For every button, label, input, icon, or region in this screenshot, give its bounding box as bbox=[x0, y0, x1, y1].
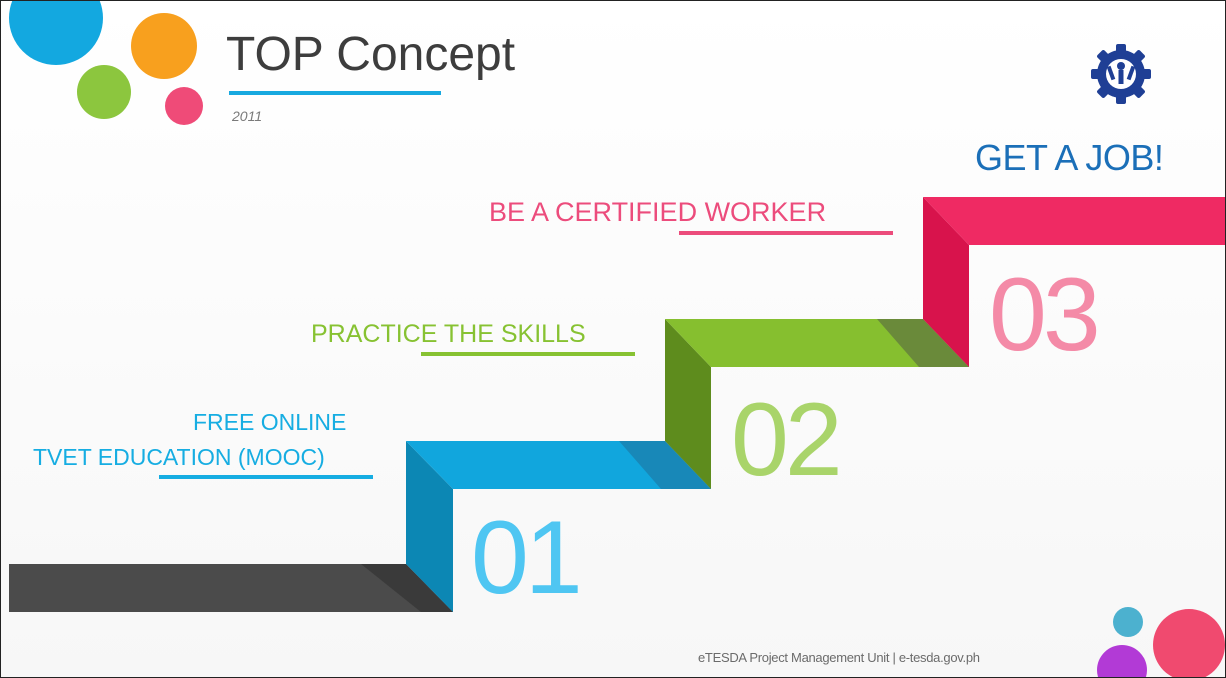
decor-circle-pink bbox=[165, 87, 203, 125]
decor-circle-green bbox=[77, 65, 131, 119]
decor-circle-teal bbox=[1113, 607, 1143, 637]
stair-01-tread-shade bbox=[619, 441, 711, 489]
page-title: TOP Concept bbox=[226, 28, 516, 81]
stair-base-shadow bbox=[361, 564, 453, 612]
decor-circle-pink-large bbox=[1153, 609, 1225, 677]
stair-02-riser bbox=[665, 319, 711, 489]
stair-base-top bbox=[9, 564, 453, 612]
step-01-label-line1: FREE ONLINE bbox=[193, 409, 347, 435]
stair-02-tread-shade bbox=[877, 319, 969, 367]
step-03-number: 03 bbox=[989, 257, 1101, 373]
step-01-underline bbox=[159, 475, 373, 479]
step-03-label: BE A CERTIFIED WORKER bbox=[489, 197, 827, 227]
year-label: 2011 bbox=[232, 108, 263, 124]
goal-heading: GET A JOB! bbox=[975, 137, 1164, 178]
stair-03-riser bbox=[923, 197, 969, 367]
step-02-number: 02 bbox=[731, 382, 843, 498]
stair-03-tread bbox=[923, 197, 1225, 245]
step-01-label-line2: TVET EDUCATION (MOOC) bbox=[33, 444, 325, 470]
footer-text: eTESDA Project Management Unit | e-tesda… bbox=[698, 650, 980, 665]
decor-circle-orange bbox=[131, 13, 197, 79]
step-01-number: 01 bbox=[471, 500, 583, 616]
title-underline bbox=[229, 91, 441, 95]
step-02-label: PRACTICE THE SKILLS bbox=[311, 320, 586, 348]
step-03-underline bbox=[679, 231, 893, 235]
step-02-underline bbox=[421, 352, 635, 356]
stair-01-riser bbox=[406, 441, 453, 612]
tesda-gear-logo-icon bbox=[1087, 40, 1155, 108]
